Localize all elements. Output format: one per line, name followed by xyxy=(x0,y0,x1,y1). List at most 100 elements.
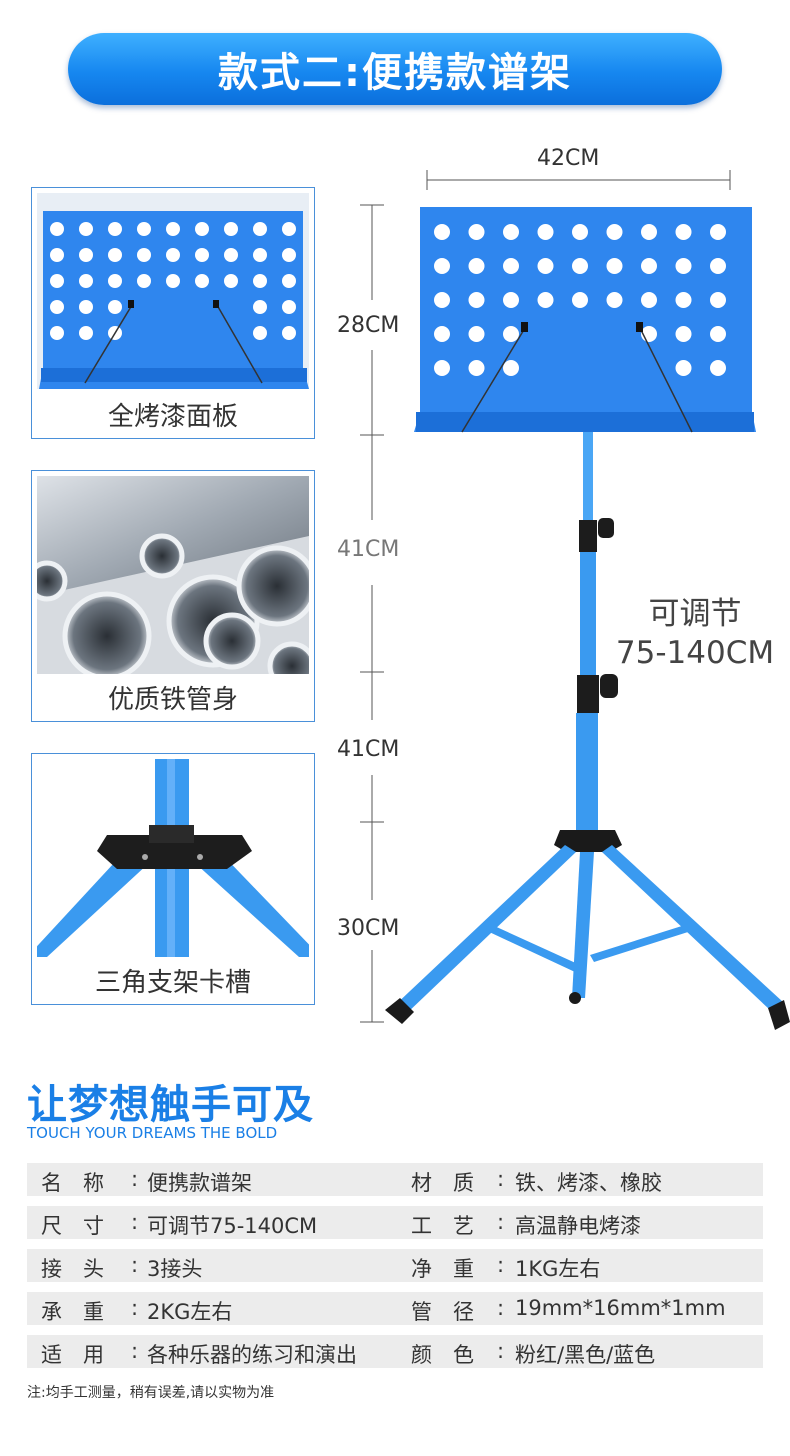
adjustable-range: 可调节 75-140CM xyxy=(600,588,790,671)
perforation-hole xyxy=(710,258,726,274)
perforation-hole xyxy=(503,326,519,342)
perforation-hole xyxy=(282,326,296,340)
dimension-legs: 30CM xyxy=(337,916,400,941)
perforation-hole xyxy=(282,300,296,314)
perforation-hole xyxy=(50,300,64,314)
perforation-hole xyxy=(503,292,519,308)
spec-value: 可调节75-140CM xyxy=(147,1214,318,1238)
perforation-hole xyxy=(710,360,726,376)
perforation-hole xyxy=(224,274,238,288)
title-banner: 款式二:便携款谱架 xyxy=(68,33,722,105)
slogan-subtitle: TOUCH YOUR DREAMS THE BOLD xyxy=(27,1124,278,1142)
perforation-hole xyxy=(195,222,209,236)
perforation-hole xyxy=(641,258,657,274)
feature-panel-bracket: 三角支架卡槽 xyxy=(31,753,315,1005)
dimension-tube-lower: 41CM xyxy=(337,737,400,762)
perforation-hole xyxy=(675,326,692,342)
perforation-hole xyxy=(79,274,93,288)
spec-label: 工 艺 xyxy=(411,1214,474,1238)
perforation-hole xyxy=(79,326,93,340)
perforation-hole xyxy=(50,326,64,340)
perforation-hole xyxy=(224,248,238,262)
perforation-hole xyxy=(108,274,122,288)
perforation-hole xyxy=(50,274,64,288)
perforation-hole xyxy=(537,258,554,274)
perforation-hole xyxy=(537,292,554,308)
perforation-hole xyxy=(282,274,296,288)
spec-sep: : xyxy=(497,1167,505,1191)
spec-label: 适 用 xyxy=(41,1343,104,1367)
spec-value: 铁、烤漆、橡胶 xyxy=(515,1171,662,1195)
spec-label: 颜 色 xyxy=(411,1343,474,1367)
perforation-hole xyxy=(137,248,151,262)
perforation-hole xyxy=(50,248,64,262)
perforation-hole xyxy=(166,222,180,236)
perforation-hole xyxy=(108,248,122,262)
perforation-hole xyxy=(79,300,93,314)
spec-sep: : xyxy=(497,1339,505,1363)
dimension-tube-upper: 41CM xyxy=(337,537,400,562)
panel-caption: 优质铁管身 xyxy=(107,685,238,715)
board-image xyxy=(37,193,309,389)
perforation-hole xyxy=(572,224,588,240)
perforation-hole xyxy=(195,274,209,288)
dimension-panel-height: 28CM xyxy=(337,313,400,338)
panel-caption: 三角支架卡槽 xyxy=(94,968,251,998)
spec-value: 高温静电烤漆 xyxy=(515,1214,641,1238)
perforation-hole xyxy=(641,224,657,240)
perforation-hole xyxy=(108,222,122,236)
perforation-hole xyxy=(434,224,450,240)
spec-sep: : xyxy=(131,1167,139,1191)
perforation-hole xyxy=(282,222,296,236)
spec-label: 名 称 xyxy=(41,1171,104,1195)
perforation-hole xyxy=(468,360,485,376)
perforation-hole xyxy=(166,274,180,288)
spec-value: 各种乐器的练习和演出 xyxy=(147,1343,357,1367)
spec-label: 净 重 xyxy=(411,1257,474,1281)
perforation-hole xyxy=(79,248,93,262)
perforation-hole xyxy=(468,326,485,342)
perforation-hole xyxy=(434,360,450,376)
perforation-hole xyxy=(434,326,450,342)
perforation-hole xyxy=(710,224,726,240)
adjustable-label: 可调节 xyxy=(648,596,742,632)
spec-sep: : xyxy=(497,1296,505,1320)
spec-row: 承 重 : 2KG左右 管 径 : 19mm*16mm*1mm xyxy=(27,1292,763,1325)
spec-label: 管 径 xyxy=(411,1300,474,1324)
perforation-hole xyxy=(468,224,485,240)
perforation-hole xyxy=(503,258,519,274)
perforation-hole xyxy=(675,258,692,274)
spec-sep: : xyxy=(131,1339,139,1363)
measurement-note: 注:均手工测量，稍有误差,请以实物为准 xyxy=(27,1385,275,1401)
perforation-hole xyxy=(224,222,238,236)
perforation-hole xyxy=(137,274,151,288)
spec-sep: : xyxy=(131,1296,139,1320)
spec-value: 便携款谱架 xyxy=(147,1171,252,1195)
perforation-hole xyxy=(537,224,554,240)
perforation-hole xyxy=(675,224,692,240)
panel-caption: 全烤漆面板 xyxy=(107,402,238,432)
perforation-hole xyxy=(195,248,209,262)
spec-row: 接 头 : 3接头 净 重 : 1KG左右 xyxy=(27,1249,763,1282)
perforation-hole xyxy=(710,292,726,308)
perforation-hole xyxy=(606,292,623,308)
perforation-hole xyxy=(606,224,623,240)
perforation-hole xyxy=(434,258,450,274)
spec-sep: : xyxy=(131,1210,139,1234)
perforation-hole xyxy=(50,222,64,236)
spec-value: 19mm*16mm*1mm xyxy=(515,1296,726,1320)
perforation-hole xyxy=(468,258,485,274)
perforation-hole xyxy=(137,222,151,236)
perforation-hole xyxy=(434,292,450,308)
spec-value: 2KG左右 xyxy=(147,1300,233,1324)
spec-value: 1KG左右 xyxy=(515,1257,601,1281)
spec-sep: : xyxy=(497,1253,505,1277)
banner-title: 款式二:便携款谱架 xyxy=(218,50,572,96)
dimension-width: 42CM xyxy=(537,146,600,171)
perforation-hole xyxy=(253,248,267,262)
perforation-hole xyxy=(641,292,657,308)
perforation-hole xyxy=(572,258,588,274)
spec-sep: : xyxy=(497,1210,505,1234)
slogan-title: 让梦想触手可及 xyxy=(27,1082,314,1128)
perforation-hole xyxy=(710,326,726,342)
